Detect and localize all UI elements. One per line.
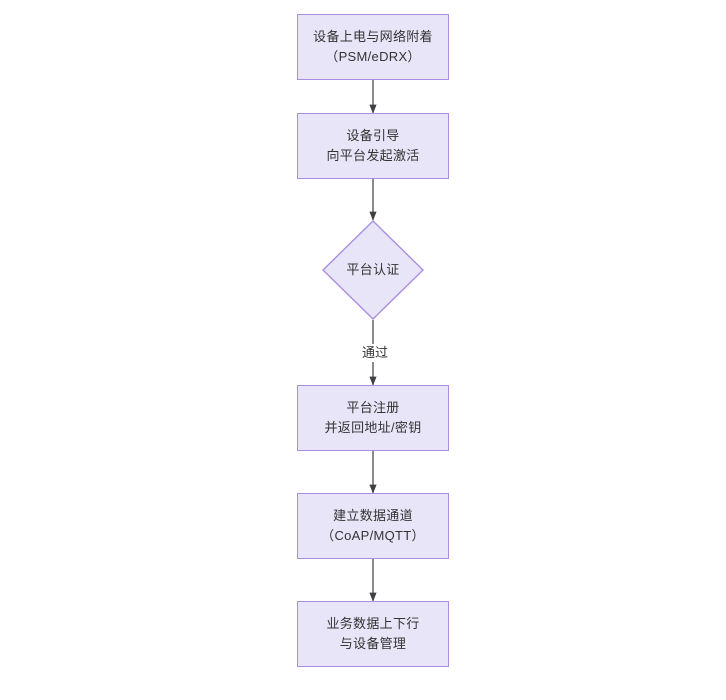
node-business-data-and-device-management[interactable]: 业务数据上下行 与设备管理 bbox=[297, 601, 449, 667]
node-label-line-1: 业务数据上下行 bbox=[326, 616, 420, 631]
node-label-line-2: 与设备管理 bbox=[339, 636, 407, 651]
node-platform-registration[interactable]: 平台注册 并返回地址/密钥 bbox=[297, 385, 449, 451]
node-label-line-2: （PSM/eDRX） bbox=[325, 49, 421, 64]
node-device-bootstrap[interactable]: 设备引导 向平台发起激活 bbox=[297, 113, 449, 179]
node-label-line-1: 平台认证 bbox=[346, 262, 400, 277]
node-label-line-1: 平台注册 bbox=[346, 400, 400, 415]
node-label-line-1: 设备上电与网络附着 bbox=[313, 29, 433, 44]
node-label-line-2: 并返回地址/密钥 bbox=[324, 420, 422, 435]
node-device-power-on[interactable]: 设备上电与网络附着 （PSM/eDRX） bbox=[297, 14, 449, 80]
node-label-line-2: 向平台发起激活 bbox=[326, 148, 420, 163]
edge-label-pass: 通过 bbox=[356, 344, 394, 362]
node-label-line-1: 设备引导 bbox=[346, 128, 400, 143]
diamond-shape bbox=[322, 220, 424, 320]
node-label-line-1: 建立数据通道 bbox=[333, 508, 413, 523]
node-label-line-2: （CoAP/MQTT） bbox=[321, 528, 425, 543]
node-data-channel[interactable]: 建立数据通道 （CoAP/MQTT） bbox=[297, 493, 449, 559]
node-platform-authentication[interactable]: 平台认证 bbox=[322, 220, 424, 320]
